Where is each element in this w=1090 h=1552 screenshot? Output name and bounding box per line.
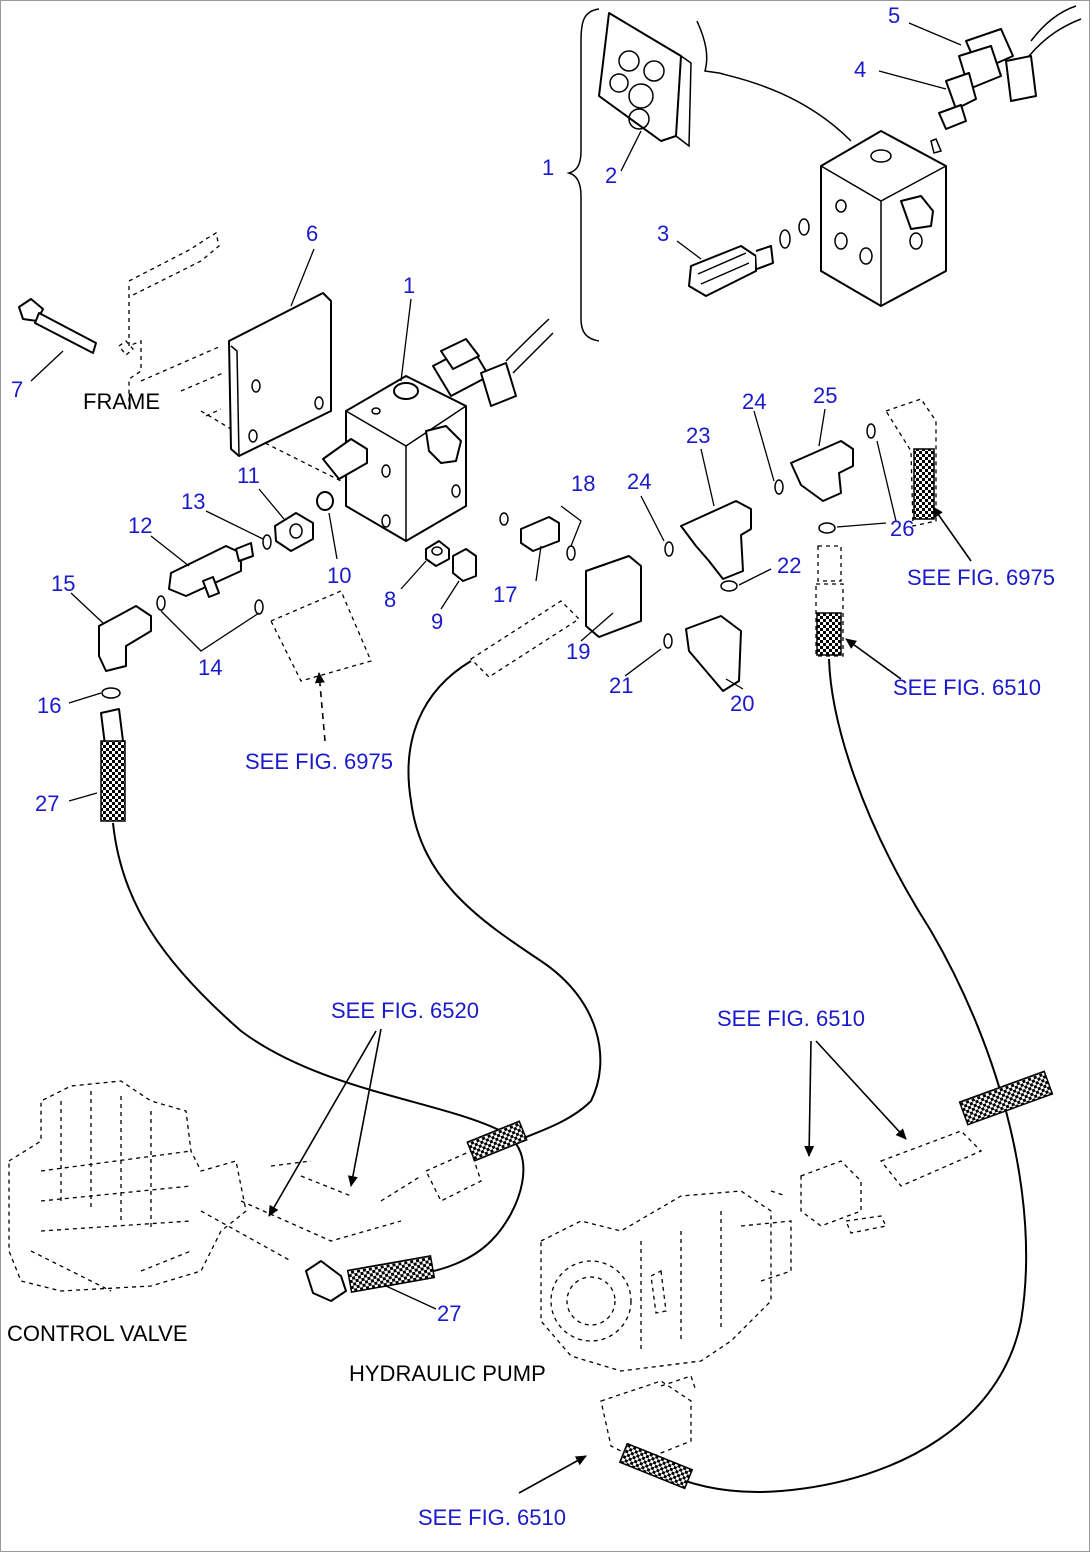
callout-17: 17 — [493, 582, 517, 607]
ref-fig-6975-left: SEE FIG. 6975 — [245, 749, 393, 774]
hose-end-6520 — [466, 1120, 528, 1162]
part-1-valve-block — [322, 318, 554, 582]
hose-end-6510-top — [958, 1070, 1054, 1126]
ref-fig-6520: SEE FIG. 6520 — [331, 998, 479, 1023]
part-27-hose-end-bottom — [346, 1255, 436, 1293]
part-14-oring-a — [156, 595, 166, 611]
detail-assembly-1 — [566, 5, 1082, 342]
callout-25: 25 — [813, 383, 837, 408]
part-26-oring-a — [866, 423, 876, 439]
callout-8: 8 — [384, 587, 396, 612]
callout-11: 11 — [237, 463, 260, 488]
callout-26: 26 — [890, 516, 914, 541]
part-6-plate — [228, 292, 332, 457]
part-26-oring-b — [818, 522, 836, 534]
part-13-oring — [262, 534, 272, 550]
part-18-oring — [566, 545, 576, 561]
label-frame: FRAME — [83, 389, 160, 414]
ref-fig-6510-bottom: SEE FIG. 6510 — [418, 1505, 566, 1530]
callout-6: 6 — [306, 221, 318, 246]
callout-12: 12 — [128, 513, 152, 538]
callout-20: 20 — [730, 691, 754, 716]
callout-3: 3 — [657, 221, 669, 246]
callout-23: 23 — [686, 423, 710, 448]
callout-15: 15 — [51, 571, 75, 596]
callout-27-top: 27 — [35, 791, 59, 816]
callout-24-left: 24 — [627, 469, 651, 494]
hose-lines — [112, 658, 1028, 1493]
component-labels: FRAME CONTROL VALVE HYDRAULIC PUMP — [7, 389, 546, 1386]
middle-fittings — [469, 423, 876, 692]
hose-end-left — [270, 590, 372, 682]
right-hoses — [815, 398, 937, 657]
part-11-adapter — [274, 512, 314, 552]
part-22-oring — [720, 580, 738, 592]
callout-19: 19 — [566, 639, 590, 664]
callout-24-right: 24 — [742, 389, 766, 414]
callout-1-detail: 1 — [542, 155, 554, 180]
part-20-elbow — [685, 615, 742, 692]
ref-fig-6975-right: SEE FIG. 6975 — [907, 565, 1055, 590]
part-15-elbow — [98, 605, 152, 672]
label-control-valve: CONTROL VALVE — [7, 1321, 188, 1346]
part-24-oring-b — [774, 479, 784, 495]
callout-14: 14 — [198, 655, 222, 680]
left-fittings — [98, 491, 372, 822]
part-16-oring — [101, 687, 121, 699]
callout-18: 18 — [571, 471, 595, 496]
part-24-oring-a — [664, 541, 674, 557]
callout-5: 5 — [888, 3, 900, 28]
reference-arrows — [268, 506, 972, 1494]
bracket-brace — [566, 8, 600, 342]
callout-numbers: 1 2 3 4 5 6 7 1 8 9 10 11 12 13 14 15 16… — [11, 3, 914, 1326]
part-12-tee — [168, 545, 242, 597]
control-valve-outline — [8, 1080, 482, 1292]
part-4-5-solenoid — [930, 5, 1082, 154]
part-19-tube — [585, 555, 642, 638]
callout-27-bottom: 27 — [437, 1301, 461, 1326]
part-9-cap — [452, 548, 477, 582]
part-17-union — [520, 516, 560, 552]
callout-16: 16 — [37, 693, 61, 718]
callout-1-main: 1 — [403, 273, 415, 298]
part-1-valve-block-detail — [820, 130, 947, 307]
part-7-bolt — [18, 298, 97, 354]
callout-21: 21 — [609, 673, 633, 698]
frame-outline — [118, 231, 342, 482]
hydraulic-pump-outline — [540, 1130, 983, 1462]
part-14-oring-b — [254, 599, 264, 615]
callout-13: 13 — [181, 489, 205, 514]
part-2-nameplate — [598, 12, 852, 148]
callout-7: 7 — [11, 377, 23, 402]
part-3-valve-cartridge — [688, 218, 810, 297]
ref-fig-6510-mid: SEE FIG. 6510 — [717, 1006, 865, 1031]
callout-4: 4 — [854, 57, 866, 82]
part-25-tee — [790, 440, 854, 502]
figure-references: SEE FIG. 6975 SEE FIG. 6510 SEE FIG. 697… — [245, 565, 1055, 1530]
ref-fig-6510-right: SEE FIG. 6510 — [893, 675, 1041, 700]
part-8-plug — [425, 540, 450, 567]
part-23-tee — [680, 500, 752, 580]
callout-22: 22 — [777, 553, 801, 578]
part-27-elbow-bottom — [305, 1260, 347, 1302]
hose-end-6510-bottom — [618, 1442, 694, 1490]
part-10-oring — [316, 491, 334, 511]
leader-lines — [30, 22, 962, 1310]
part-27-hose-end-top — [100, 740, 126, 822]
callout-2: 2 — [605, 163, 617, 188]
callout-9: 9 — [431, 609, 443, 634]
part-21-oring — [663, 633, 673, 649]
callout-10: 10 — [327, 563, 351, 588]
label-hydraulic-pump: HYDRAULIC PUMP — [349, 1361, 546, 1386]
